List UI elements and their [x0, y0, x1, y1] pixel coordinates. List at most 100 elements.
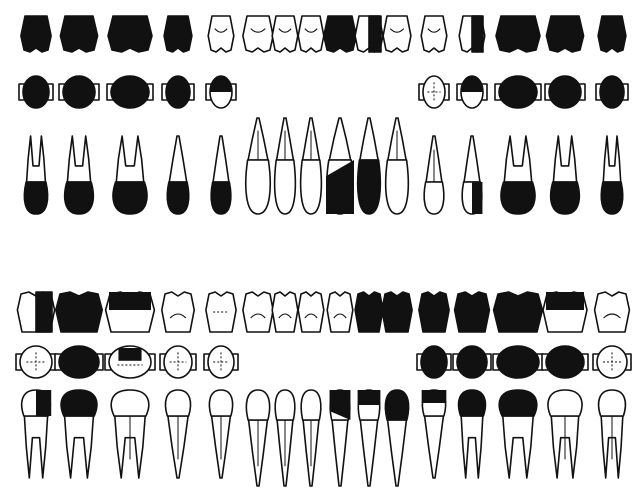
lower-crown-12 — [419, 292, 449, 332]
upper-root-3 — [116, 136, 143, 182]
lower-tooth-crown-15 — [548, 390, 582, 416]
upper-crown-15 — [546, 16, 583, 52]
lower-root-row — [22, 390, 626, 486]
lower-root-1 — [24, 416, 47, 478]
upper-crown-7 — [272, 16, 298, 52]
upper-tooth-crown-4 — [167, 182, 188, 214]
lower-crown-6 — [243, 292, 273, 332]
lower-occlusal-surface-2 — [59, 346, 99, 378]
upper-root-2 — [67, 136, 90, 182]
upper-occlusal-surface-1 — [23, 76, 49, 108]
lower-crown-9 — [327, 292, 353, 332]
upper-tooth-crown-16 — [601, 182, 622, 214]
upper-occlusal-filling-5 — [210, 76, 232, 92]
lower-crown-11 — [382, 292, 412, 332]
upper-tooth-crown-1 — [24, 182, 47, 214]
upper-occlusal-surface-14 — [499, 76, 537, 108]
lower-tooth-filling-10 — [358, 390, 381, 405]
upper-tooth-crown-2 — [65, 182, 94, 214]
lower-tooth-crown-6 — [246, 390, 269, 420]
lower-occlusal-surface-13 — [457, 346, 487, 378]
upper-crown-11 — [383, 16, 411, 52]
upper-occlusal-surface-2 — [63, 76, 95, 108]
lower-root-11 — [388, 420, 407, 486]
lower-crown-filling-3 — [109, 292, 151, 310]
lower-tooth-crown-13 — [459, 390, 486, 416]
upper-tooth-crown-12 — [424, 182, 444, 214]
upper-crown-12 — [421, 16, 447, 52]
upper-crown-5 — [208, 16, 234, 52]
upper-tooth-crown-11 — [386, 160, 409, 214]
upper-crown-row — [21, 16, 626, 52]
lower-tooth-filling-1 — [36, 390, 51, 416]
upper-tooth-crown-10 — [358, 160, 381, 214]
upper-tooth-crown-15 — [551, 182, 580, 214]
lower-crown-16 — [595, 292, 630, 332]
upper-occlusal-surface-15 — [549, 76, 581, 108]
upper-crown-14 — [496, 16, 540, 52]
upper-tooth-crown-3 — [113, 182, 147, 214]
upper-tooth-crown-8 — [301, 160, 322, 214]
upper-root-13 — [464, 136, 480, 182]
upper-occlusal-surface-3 — [111, 76, 149, 108]
upper-occlusal-row — [19, 76, 628, 108]
upper-crown-8 — [298, 16, 324, 52]
lower-tooth-crown-14 — [499, 390, 537, 416]
upper-crown-6 — [243, 16, 273, 52]
lower-tooth-crown-4 — [165, 390, 190, 416]
upper-root-1 — [27, 136, 46, 182]
upper-root-9 — [329, 118, 350, 160]
lower-tooth-crown-8 — [301, 390, 321, 420]
lower-occlusal-row — [16, 346, 631, 378]
upper-crown-2 — [60, 16, 97, 52]
lower-crown-10 — [355, 292, 383, 332]
upper-crown-16 — [598, 16, 626, 52]
upper-crown-filling-10 — [369, 16, 381, 52]
lower-occlusal-surface-12 — [421, 346, 447, 378]
upper-root-5 — [213, 136, 229, 182]
upper-occlusal-surface-4 — [166, 76, 190, 108]
lower-tooth-filling-12 — [422, 390, 447, 403]
upper-crown-filling-13 — [472, 16, 483, 52]
upper-root-14 — [504, 136, 531, 182]
upper-root-row — [24, 118, 622, 214]
upper-crown-3 — [108, 16, 152, 52]
upper-tooth-crown-6 — [246, 160, 270, 214]
lower-crown-7 — [272, 292, 298, 332]
lower-root-13 — [461, 416, 483, 478]
upper-arch — [19, 16, 628, 214]
lower-crown-filling-1 — [36, 292, 52, 332]
lower-root-2 — [65, 416, 94, 478]
upper-tooth-crown-5 — [211, 182, 231, 214]
upper-tooth-crown-7 — [275, 160, 296, 214]
upper-root-16 — [603, 136, 620, 182]
upper-crown-4 — [164, 16, 192, 52]
lower-crown-14 — [494, 292, 543, 332]
upper-root-15 — [553, 136, 576, 182]
lower-root-9 — [332, 420, 348, 486]
lower-tooth-crown-2 — [61, 390, 97, 416]
lower-crown-2 — [56, 292, 102, 332]
lower-occlusal-surface-14 — [497, 346, 539, 378]
lower-crown-8 — [298, 292, 324, 332]
lower-crown-4 — [162, 292, 194, 332]
lower-occlusal-surface-15 — [546, 346, 584, 378]
lower-arch — [16, 292, 631, 486]
upper-crown-1 — [21, 16, 51, 52]
lower-tooth-crown-11 — [385, 390, 408, 420]
upper-occlusal-surface-16 — [600, 76, 624, 108]
upper-root-10 — [360, 118, 378, 160]
upper-root-4 — [169, 136, 186, 182]
upper-tooth-filling-13 — [472, 182, 482, 214]
lower-crown-row — [17, 292, 629, 332]
lower-crown-filling-15 — [546, 292, 584, 310]
lower-occlusal-filling-3 — [118, 348, 141, 361]
lower-tooth-crown-7 — [275, 390, 295, 420]
upper-occlusal-filling-13 — [461, 76, 483, 92]
lower-tooth-crown-3 — [111, 390, 149, 416]
lower-root-12 — [425, 416, 444, 478]
upper-tooth-crown-14 — [501, 182, 535, 214]
lower-root-10 — [360, 420, 377, 486]
upper-crown-9 — [324, 16, 356, 52]
